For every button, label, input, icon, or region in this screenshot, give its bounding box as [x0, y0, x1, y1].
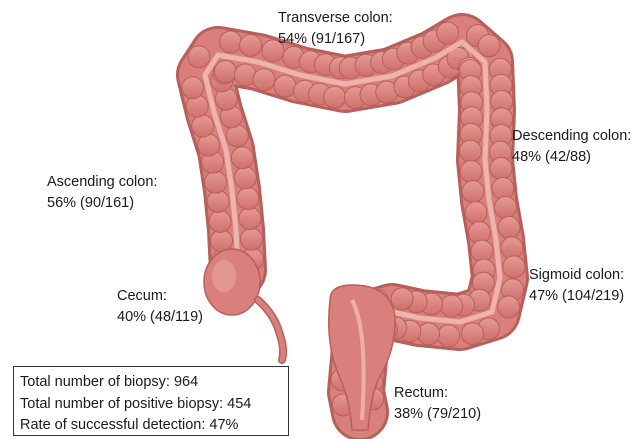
haustrum	[188, 46, 210, 68]
label-transverse-colon: Transverse colon: 54% (91/167)	[278, 8, 393, 50]
haustrum	[440, 295, 462, 317]
biopsy-summary-box: Total number of biopsy: 964 Total number…	[13, 366, 289, 436]
haustrum	[182, 77, 204, 99]
cecum-highlight	[212, 260, 236, 292]
label-cecum: Cecum: 40% (48/119)	[117, 286, 203, 328]
summary-total-biopsy: Total number of biopsy: 964	[20, 372, 288, 394]
haustrum	[478, 35, 500, 57]
haustrum	[274, 75, 296, 97]
label-rectum: Rectum: 38% (79/210)	[394, 383, 481, 425]
haustrum	[437, 22, 459, 44]
haustrum	[498, 296, 520, 318]
rectum-name: Rectum:	[394, 383, 481, 404]
haustrum	[207, 190, 229, 212]
ascending-colon-name: Ascending colon:	[47, 172, 157, 193]
descending-colon-stat: 48% (42/88)	[512, 147, 631, 168]
haustrum	[231, 147, 253, 169]
sigmoid-colon-name: Sigmoid colon:	[529, 265, 624, 286]
descending-colon-name: Descending colon:	[512, 126, 631, 147]
rectum-stat: 38% (79/210)	[394, 404, 481, 425]
haustrum	[220, 31, 242, 53]
ascending-colon-stat: 56% (90/161)	[47, 193, 157, 214]
haustrum	[459, 140, 481, 162]
label-sigmoid-colon: Sigmoid colon: 47% (104/219)	[529, 265, 624, 307]
haustrum	[192, 115, 214, 137]
haustrum	[492, 178, 514, 200]
transverse-colon-name: Transverse colon:	[278, 8, 393, 29]
label-ascending-colon: Ascending colon: 56% (90/161)	[47, 172, 157, 214]
haustrum	[253, 69, 275, 91]
label-descending-colon: Descending colon: 48% (42/88)	[512, 126, 631, 168]
haustrum	[465, 202, 487, 224]
summary-detection-rate: Rate of successful detection: 47%	[20, 415, 288, 437]
transverse-colon-stat: 54% (91/167)	[278, 29, 393, 50]
haustrum	[438, 325, 460, 347]
haustrum	[205, 171, 227, 193]
haustrum	[240, 34, 262, 56]
cecum-stat: 40% (48/119)	[117, 307, 203, 328]
haustrum	[234, 167, 256, 189]
haustrum	[391, 288, 413, 310]
haustrum	[461, 323, 483, 345]
haustrum	[490, 158, 512, 180]
haustrum	[240, 228, 262, 250]
haustrum	[239, 208, 261, 230]
haustrum	[460, 160, 482, 182]
haustrum	[209, 210, 231, 232]
haustrum	[324, 86, 346, 108]
haustrum	[462, 180, 484, 202]
haustrum	[495, 196, 517, 218]
haustrum	[503, 256, 525, 278]
haustrum	[237, 188, 259, 210]
haustrum	[214, 61, 236, 83]
haustrum	[498, 216, 520, 238]
sigmoid-colon-stat: 47% (104/219)	[529, 286, 624, 307]
summary-positive-biopsy: Total number of positive biopsy: 454	[20, 394, 288, 416]
cecum-name: Cecum:	[117, 286, 203, 307]
